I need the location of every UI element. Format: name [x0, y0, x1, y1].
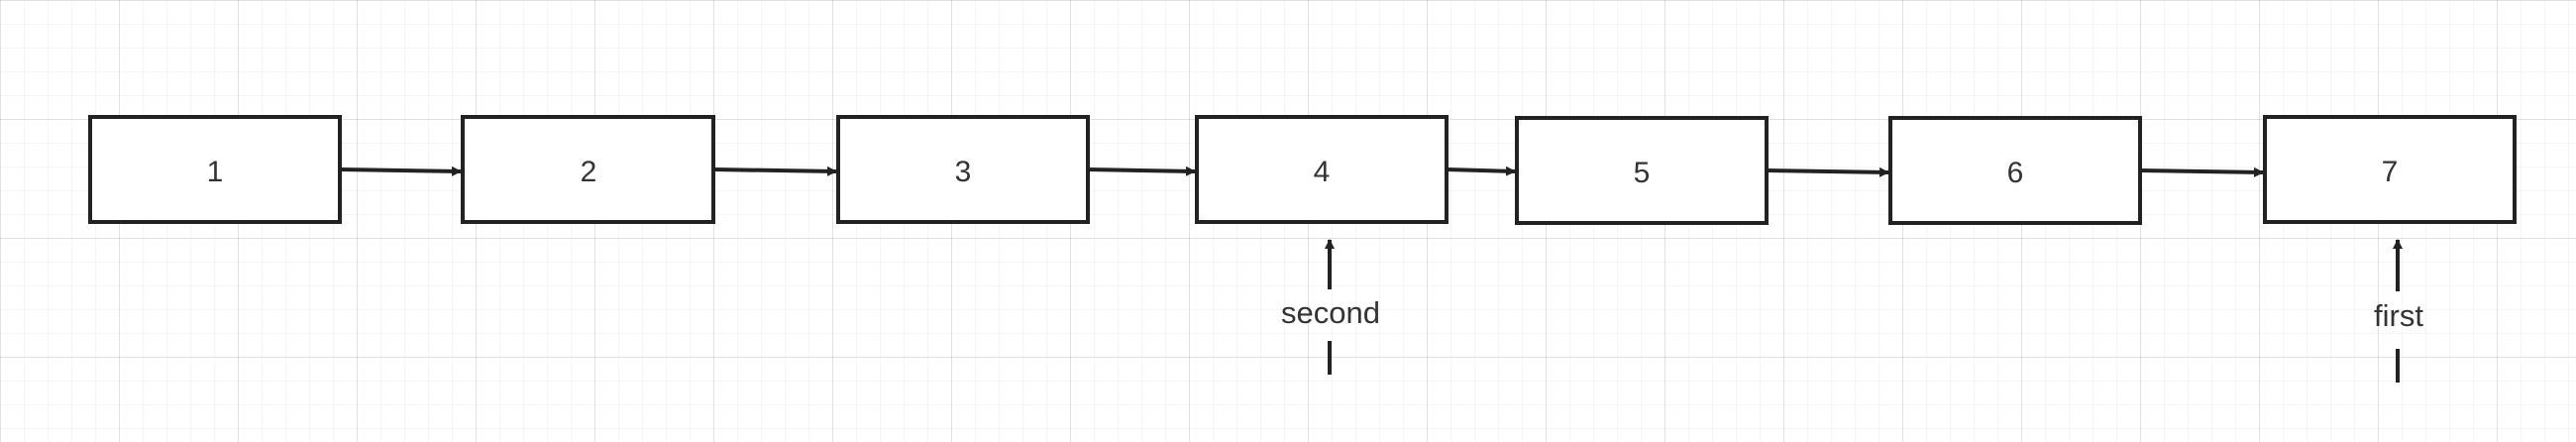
node-label: 1 — [207, 156, 224, 188]
list-node-1[interactable]: 1 — [88, 115, 342, 224]
node-label: 4 — [1314, 156, 1331, 188]
next-arrow-1-2 — [339, 166, 462, 176]
list-node-5[interactable]: 5 — [1515, 116, 1769, 225]
list-node-4[interactable]: 4 — [1195, 115, 1449, 224]
next-arrow-2-3 — [712, 166, 837, 176]
next-arrow-4-5 — [1446, 166, 1516, 176]
node-label: 6 — [2007, 157, 2024, 189]
next-arrow-6-7 — [2139, 166, 2264, 177]
list-node-3[interactable]: 3 — [836, 115, 1090, 224]
pointer-first: first — [2374, 239, 2423, 383]
node-label: 7 — [2382, 156, 2399, 188]
node-label: 3 — [955, 156, 972, 188]
list-node-2[interactable]: 2 — [461, 115, 715, 224]
list-node-7[interactable]: 7 — [2263, 115, 2517, 224]
next-arrow-5-6 — [1766, 166, 1889, 177]
next-arrow-3-4 — [1087, 166, 1196, 176]
node-label: 2 — [581, 156, 597, 188]
pointer-second: second — [1281, 239, 1380, 375]
node-label: 5 — [1634, 157, 1651, 189]
pointer-second-label: second — [1281, 295, 1380, 330]
list-node-6[interactable]: 6 — [1888, 116, 2142, 225]
pointer-first-label: first — [2374, 298, 2423, 333]
